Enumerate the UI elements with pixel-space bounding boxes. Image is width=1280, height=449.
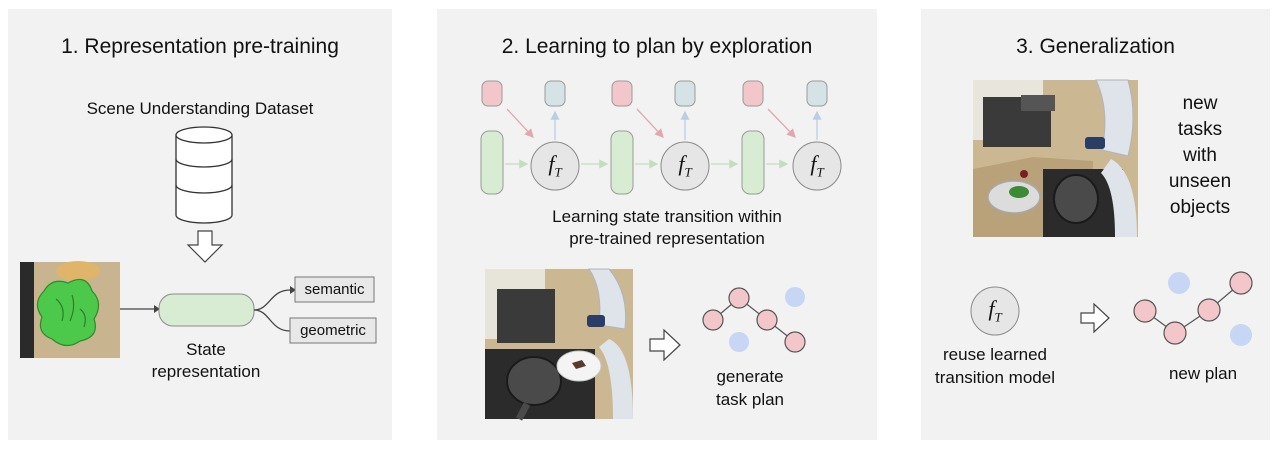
right-arrow-icon — [1080, 302, 1110, 334]
transition-model-node — [970, 286, 1020, 336]
transition-model-node — [660, 141, 710, 191]
right-arrow-icon — [649, 328, 681, 362]
plan-label-line1: generate — [716, 367, 784, 386]
transition-symbol-1: fT — [548, 151, 562, 180]
reuse-label-line1: reuse learned — [943, 345, 1047, 364]
geometric-label: geometric — [300, 322, 366, 339]
kitchen-scene-image — [485, 268, 633, 421]
reuse-label-line2: transition model — [934, 368, 1055, 387]
state-representation-box — [158, 293, 255, 327]
transition-symbol-3: fT — [810, 151, 824, 180]
panel1-graphics — [20, 126, 377, 358]
semantic-label: semantic — [304, 281, 365, 298]
caption-line2: pre-trained representation — [569, 229, 765, 248]
database-icon — [175, 126, 233, 224]
down-arrow-icon — [186, 230, 224, 263]
plan-label-line2: task plan — [715, 390, 785, 409]
panel1-title: 1. Representation pre-training — [61, 35, 339, 58]
caption-line1: Learning state transition within — [552, 207, 782, 226]
new-plan-graph — [1133, 271, 1253, 346]
transition-model-node — [792, 141, 842, 191]
transition-symbol-2: fT — [678, 151, 692, 180]
unseen-objects-scene-image — [973, 79, 1138, 237]
task-plan-graph — [702, 287, 806, 353]
new-tasks-label: new tasks with unseen objects — [1168, 93, 1232, 218]
scene-thumbnail-image — [20, 261, 120, 358]
panel-generalization: 3. Generalization — [921, 9, 1270, 440]
panel2-title: 2. Learning to plan by exploration — [501, 35, 813, 58]
panel2-graphics — [480, 80, 842, 421]
state-label-line1: State — [186, 340, 226, 359]
panel-learning-to-plan: 2. Learning to plan by exploration — [437, 9, 877, 440]
transition-step-3 — [741, 80, 842, 195]
transition-step-1 — [480, 80, 609, 195]
panel3-graphics — [970, 79, 1253, 346]
new-plan-label: new plan — [1168, 364, 1238, 383]
transition-step-2 — [610, 80, 739, 195]
panel-representation-pretraining: 1. Representation pre-training Scene Und… — [8, 9, 392, 440]
dataset-label: Scene Understanding Dataset — [86, 99, 314, 118]
semantic-box — [294, 276, 375, 303]
panel3-title: 3. Generalization — [1016, 35, 1175, 58]
transition-model-node — [530, 141, 580, 191]
transition-symbol-reuse: fT — [988, 296, 1002, 325]
state-label-line2: representation — [151, 362, 261, 381]
geometric-box — [289, 317, 377, 344]
